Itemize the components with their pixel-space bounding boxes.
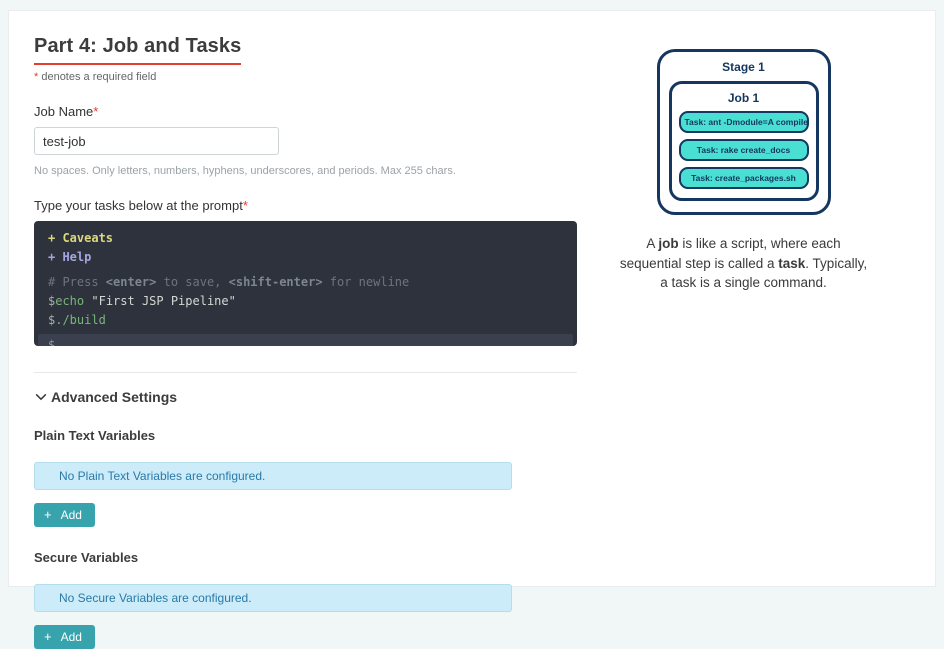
advanced-settings-toggle[interactable]: Advanced Settings xyxy=(34,389,177,405)
form-column: Part 4: Job and Tasks * denotes a requir… xyxy=(34,35,577,649)
caption-prefix: A xyxy=(646,236,659,251)
task-pill: Task: create_packages.sh xyxy=(678,167,809,189)
terminal-comment-line: # Press <enter> to save, <shift-enter> f… xyxy=(34,273,577,292)
command-build: ./build xyxy=(55,313,106,327)
terminal-history-line-1: $echo "First JSP Pipeline" xyxy=(34,292,577,311)
comment-enter-key: <enter> xyxy=(105,275,157,289)
stage-label: Stage 1 xyxy=(722,60,765,74)
help-column: Stage 1 Job 1 Task: ant -Dmodule=A compi… xyxy=(577,35,910,562)
required-asterisk: * xyxy=(34,71,39,83)
plus-icon: + xyxy=(44,629,52,644)
comment-mid: to save, xyxy=(156,275,229,289)
comment-prefix: # Press xyxy=(48,275,106,289)
job-name-label-text: Job Name xyxy=(34,104,94,119)
terminal-help-link[interactable]: + Help xyxy=(48,250,92,264)
advanced-settings-label: Advanced Settings xyxy=(51,389,178,405)
prompt-symbol: $ xyxy=(48,294,56,308)
terminal-history-line-2: $./build xyxy=(34,311,577,330)
terminal-caveats-link[interactable]: + Caveats xyxy=(48,231,114,245)
terminal-active-prompt[interactable]: $ xyxy=(38,334,573,346)
prompt-symbol: $ xyxy=(48,313,56,327)
add-secure-variable-button[interactable]: + Add xyxy=(34,625,95,649)
secure-variables-empty-message: No Secure Variables are configured. xyxy=(34,584,512,612)
secure-variables-heading: Secure Variables xyxy=(34,550,139,565)
plain-text-variables-empty-message: No Plain Text Variables are configured. xyxy=(34,462,512,490)
job-name-hint: No spaces. Only letters, numbers, hyphen… xyxy=(34,165,456,177)
add-button-label: Add xyxy=(60,508,82,522)
required-note-text: denotes a required field xyxy=(38,71,157,83)
stage-diagram: Stage 1 Job 1 Task: ant -Dmodule=A compi… xyxy=(656,49,831,215)
content-card: Part 4: Job and Tasks * denotes a requir… xyxy=(8,10,936,649)
section-divider xyxy=(34,372,577,373)
job-label: Job 1 xyxy=(727,91,760,105)
add-plain-text-variable-button[interactable]: + Add xyxy=(34,503,95,527)
caption-mid: is like a script, where each sequential … xyxy=(619,236,841,271)
required-field-note: * denotes a required field xyxy=(34,71,577,83)
job-box: Job 1 Task: ant -Dmodule=A compile Task:… xyxy=(668,81,819,201)
task-pill: Task: rake create_docs xyxy=(678,139,809,161)
command-echo: echo xyxy=(55,294,85,308)
comment-suffix: for newline xyxy=(322,275,410,289)
task-terminal[interactable]: + Caveats + Help # Press <enter> to save… xyxy=(34,221,577,346)
comment-shift-enter-key: <shift-enter> xyxy=(228,275,323,289)
job-name-required-asterisk: * xyxy=(93,104,99,119)
tasks-label: Type your tasks below at the prompt* xyxy=(34,198,577,213)
job-task-caption: A job is like a script, where each seque… xyxy=(620,234,868,293)
page-title: Part 4: Job and Tasks xyxy=(34,35,242,65)
job-name-label: Job Name* xyxy=(34,104,577,119)
tasks-required-asterisk: * xyxy=(242,198,248,213)
task-pill: Task: ant -Dmodule=A compile xyxy=(678,111,809,133)
caption-job-bold: job xyxy=(658,236,679,251)
caption-suffix: . Typically, a task is a single command. xyxy=(660,255,868,291)
command-echo-arg: "First JSP Pipeline" xyxy=(84,294,236,308)
caption-task-bold: task xyxy=(778,255,806,271)
add-button-label: Add xyxy=(60,630,82,644)
plain-text-variables-heading: Plain Text Variables xyxy=(34,428,156,443)
job-name-input[interactable] xyxy=(34,127,279,155)
plus-icon: + xyxy=(44,507,52,522)
tasks-label-text: Type your tasks below at the prompt xyxy=(34,198,243,213)
chevron-down-icon xyxy=(34,390,48,404)
